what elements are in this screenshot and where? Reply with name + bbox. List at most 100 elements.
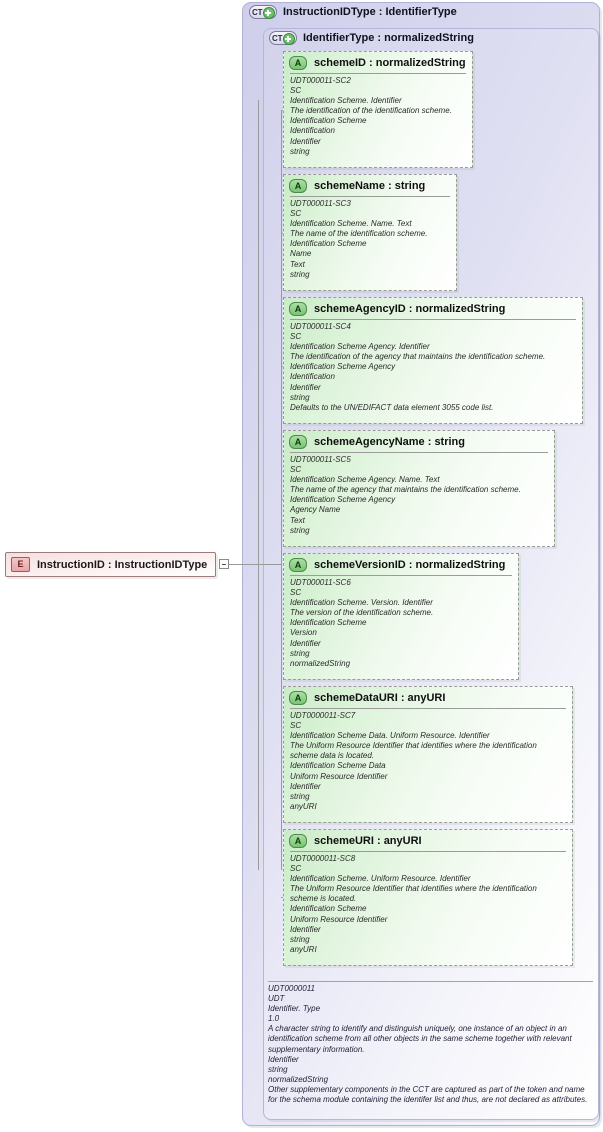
annotation-line: Identification Scheme — [290, 116, 367, 126]
complextype-header-instructionidtype[interactable]: CT InstructionIDType : IdentifierType — [249, 5, 457, 19]
connector-branch-vertical — [281, 110, 282, 870]
annotation-line: The Uniform Resource Identifier that ide… — [290, 741, 537, 761]
annotation-line: Identification Scheme. Uniform Resource.… — [290, 874, 471, 884]
annotation-line: Identification Scheme Agency. Name. Text — [290, 475, 440, 485]
annotation-line: anyURI — [290, 944, 317, 954]
annotation-line: Identification Scheme Agency — [290, 362, 396, 372]
attribute-separator — [290, 575, 512, 576]
annotation-line: Identifier. Type — [268, 1004, 321, 1014]
annotation-line: Identifier — [290, 136, 321, 146]
attribute-label: schemeURI : anyURI — [314, 835, 422, 847]
attribute-header: A schemeDataURI : anyURI — [284, 687, 572, 707]
attribute-icon: A — [289, 179, 307, 193]
annotation-line: Identifier — [268, 1054, 299, 1064]
attribute-label: schemeVersionID : normalizedString — [314, 559, 506, 571]
annotation-line: Identification Scheme — [290, 618, 367, 628]
expand-plus-icon[interactable] — [263, 7, 275, 19]
annotation-line: Identification Scheme Agency. Identifier — [290, 342, 430, 352]
annotation-line: string — [290, 146, 310, 156]
annotation-line: SC — [290, 864, 302, 874]
attribute-icon: A — [289, 302, 307, 316]
complextype-icon[interactable]: CT — [249, 5, 277, 19]
annotation-line: The identification of the identification… — [290, 106, 452, 116]
attribute-separator — [290, 452, 548, 453]
annotation-line: Identifier — [290, 781, 321, 791]
annotation-line: Other supplementary components in the CC… — [268, 1084, 588, 1105]
annotation-line: Identification Scheme — [290, 239, 367, 249]
annotation-line: UDT0000011-SC8 — [290, 854, 356, 863]
annotation-line: Identifier — [290, 638, 321, 648]
annotation-line: UDT0000011-SC7 — [290, 711, 356, 720]
annotation-line: Identifier — [290, 382, 321, 392]
annotation-line: string — [290, 392, 310, 402]
connector-element-to-trunk — [229, 564, 281, 565]
attribute-label: schemeDataURI : anyURI — [314, 692, 446, 704]
attribute-box-schemeagencyname[interactable]: A schemeAgencyName : string UDT000011-SC… — [283, 430, 555, 547]
collapse-toggle-icon[interactable] — [219, 559, 229, 569]
annotation-line: UDT — [268, 994, 285, 1004]
annotation-line: UDT000011-SC3 — [290, 199, 351, 208]
complextype-icon[interactable]: CT — [269, 31, 297, 45]
complextype-label: IdentifierType : normalizedString — [303, 32, 474, 44]
annotation-line: SC — [290, 86, 302, 96]
attribute-header: A schemeURI : anyURI — [284, 830, 572, 850]
annotation-line: 1.0 — [268, 1014, 280, 1024]
attribute-icon: A — [289, 691, 307, 705]
annotation-line: UDT0000011 — [268, 984, 315, 993]
documentation-separator — [268, 981, 593, 982]
annotation-line: UDT000011-SC4 — [290, 322, 351, 331]
connector-trunk-vertical-lower — [258, 580, 259, 870]
annotation-line: UDT000011-SC6 — [290, 578, 351, 587]
annotation-line: A character string to identify and disti… — [268, 1024, 572, 1054]
complextype-label: InstructionIDType : IdentifierType — [283, 6, 457, 18]
attribute-label: schemeID : normalizedString — [314, 57, 466, 69]
annotation-line: The name of the identification scheme. — [290, 229, 428, 239]
attribute-separator — [290, 851, 566, 852]
annotation-line: The identification of the agency that ma… — [290, 352, 546, 362]
attribute-box-schemeagencyid[interactable]: A schemeAgencyID : normalizedString UDT0… — [283, 297, 583, 424]
element-label: InstructionID : InstructionIDType — [37, 558, 208, 571]
attribute-box-schemeversionid[interactable]: A schemeVersionID : normalizedString UDT… — [283, 553, 519, 680]
attribute-separator — [290, 196, 450, 197]
complextype-header-identifiertype[interactable]: CT IdentifierType : normalizedString — [269, 31, 474, 45]
annotation-line: The version of the identification scheme… — [290, 608, 434, 618]
annotation-line: Identification Scheme — [290, 904, 367, 914]
attribute-header: A schemeVersionID : normalizedString — [284, 554, 518, 574]
attribute-label: schemeAgencyName : string — [314, 436, 465, 448]
annotation-line: Text — [290, 259, 305, 269]
annotation-line: Identification Scheme. Version. Identifi… — [290, 598, 433, 608]
attribute-icon: A — [289, 56, 307, 70]
annotation-line: Version — [290, 628, 317, 638]
expand-plus-icon[interactable] — [283, 33, 295, 45]
element-icon: E — [11, 557, 30, 572]
attribute-icon: A — [289, 834, 307, 848]
annotation-line: anyURI — [290, 801, 317, 811]
attribute-label: schemeAgencyID : normalizedString — [314, 303, 506, 315]
attribute-separator — [290, 319, 576, 320]
annotation-line: string — [290, 525, 310, 535]
annotation-line: The name of the agency that maintains th… — [290, 485, 521, 495]
annotation-line: UDT000011-SC2 — [290, 76, 351, 85]
attribute-box-schemeid[interactable]: A schemeID : normalizedString UDT000011-… — [283, 51, 473, 168]
attribute-icon: A — [289, 435, 307, 449]
annotation-line: UDT000011-SC5 — [290, 455, 351, 464]
annotation-line: Name — [290, 249, 312, 259]
annotation-line: string — [290, 648, 310, 658]
annotation-line: Defaults to the UN/EDIFACT data element … — [290, 402, 494, 412]
annotation-line: Identification Scheme Data — [290, 761, 386, 771]
attribute-header: A schemeName : string — [284, 175, 456, 195]
connector-trunk-vertical — [258, 100, 259, 580]
attribute-separator — [290, 73, 466, 74]
element-box-instructionid[interactable]: E InstructionID : InstructionIDType — [5, 552, 216, 577]
annotation-line: Text — [290, 515, 305, 525]
